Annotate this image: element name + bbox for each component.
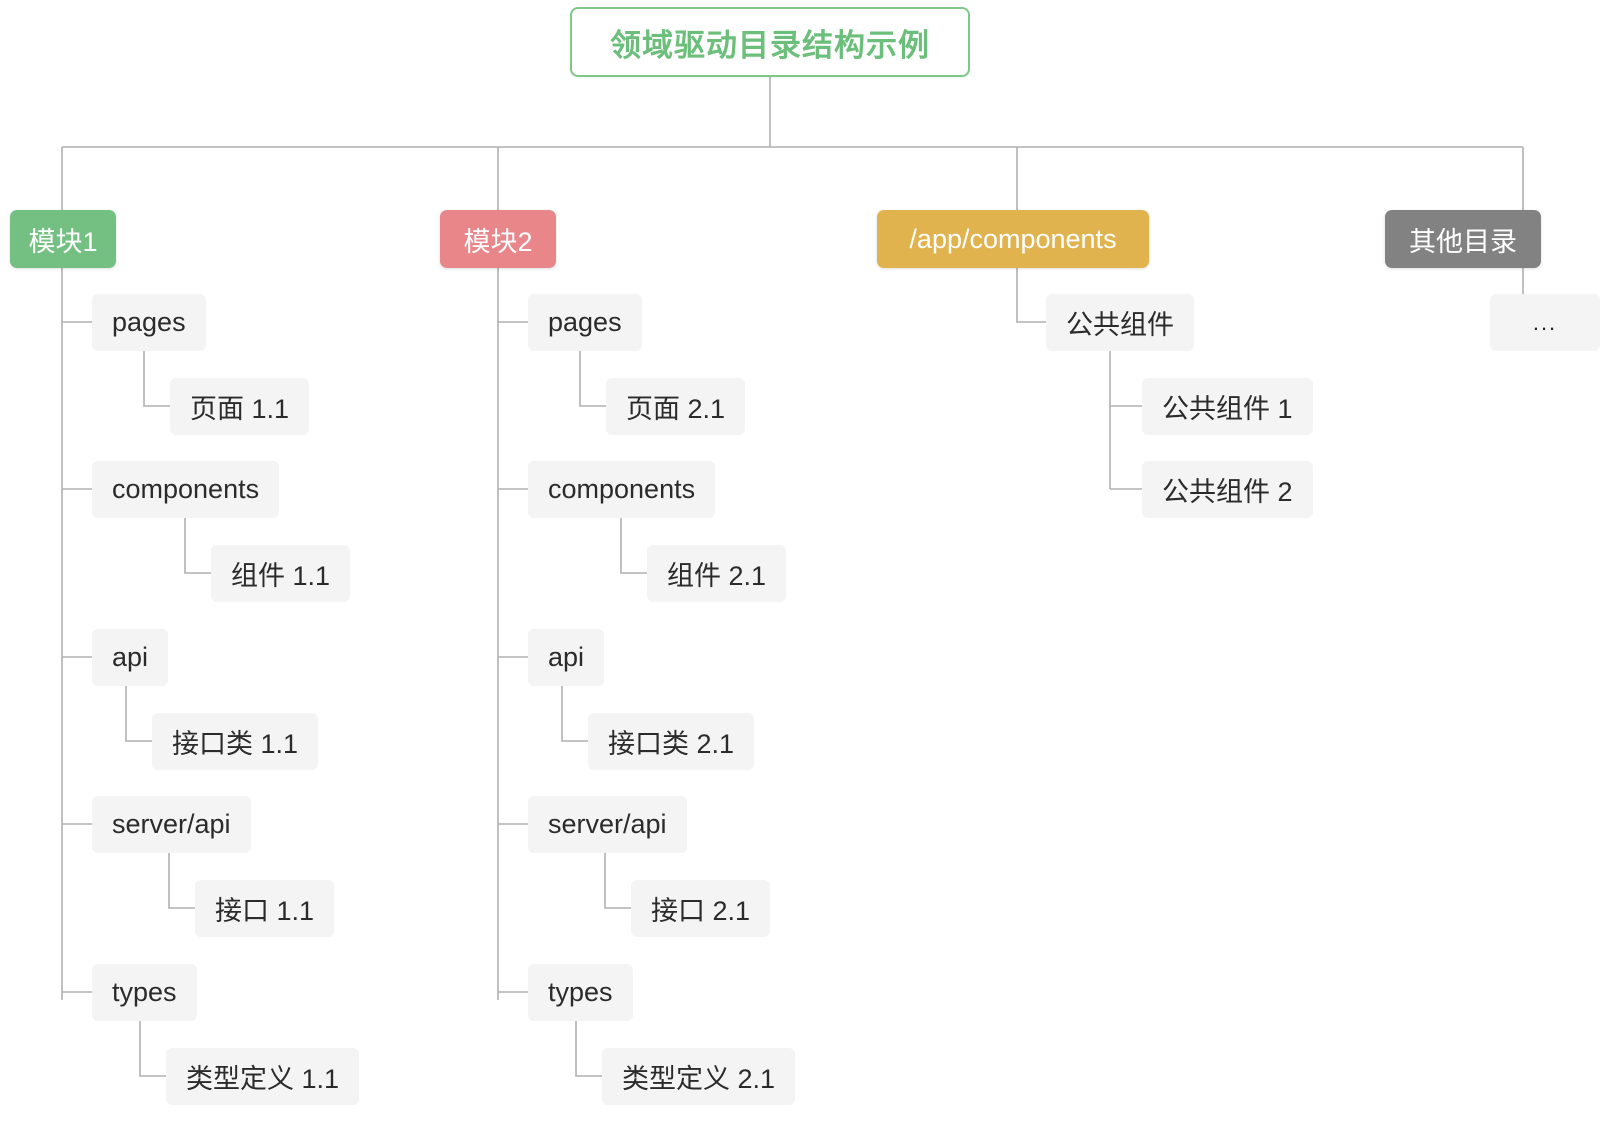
node-app-components-public[interactable]: 公共组件 <box>1046 294 1194 351</box>
node-module2-api[interactable]: api <box>528 629 605 686</box>
node-module1-api[interactable]: api <box>92 629 169 686</box>
diagram-title: 领域驱动目录结构示例 <box>570 7 970 77</box>
branch-node-app-components[interactable]: /app/components <box>877 210 1149 268</box>
node-module2-types-child[interactable]: 类型定义 2.1 <box>602 1048 796 1105</box>
node-module2-api-child[interactable]: 接口类 2.1 <box>588 713 755 770</box>
node-module2-components-child[interactable]: 组件 2.1 <box>647 545 787 602</box>
node-module1-serverapi[interactable]: server/api <box>92 796 251 853</box>
node-module1-serverapi-child[interactable]: 接口 1.1 <box>195 880 335 937</box>
node-public-component-2[interactable]: 公共组件 2 <box>1142 461 1313 518</box>
branch-node-module2[interactable]: 模块2 <box>440 210 556 268</box>
node-module1-pages[interactable]: pages <box>92 294 206 351</box>
node-module1-components[interactable]: components <box>92 461 280 518</box>
node-module2-pages[interactable]: pages <box>528 294 642 351</box>
node-module1-types-child[interactable]: 类型定义 1.1 <box>166 1048 360 1105</box>
branch-node-other[interactable]: 其他目录 <box>1385 210 1541 268</box>
node-other-ellipsis[interactable]: ... <box>1490 294 1600 351</box>
node-public-component-1[interactable]: 公共组件 1 <box>1142 378 1313 435</box>
node-module2-serverapi-child[interactable]: 接口 2.1 <box>631 880 771 937</box>
node-module2-serverapi[interactable]: server/api <box>528 796 687 853</box>
node-module2-types[interactable]: types <box>528 964 633 1021</box>
node-module2-pages-child[interactable]: 页面 2.1 <box>606 378 746 435</box>
node-module2-components[interactable]: components <box>528 461 716 518</box>
node-module1-components-child[interactable]: 组件 1.1 <box>211 545 351 602</box>
node-module1-types[interactable]: types <box>92 964 197 1021</box>
branch-node-module1[interactable]: 模块1 <box>10 210 116 268</box>
node-module1-api-child[interactable]: 接口类 1.1 <box>152 713 319 770</box>
node-module1-pages-child[interactable]: 页面 1.1 <box>170 378 310 435</box>
